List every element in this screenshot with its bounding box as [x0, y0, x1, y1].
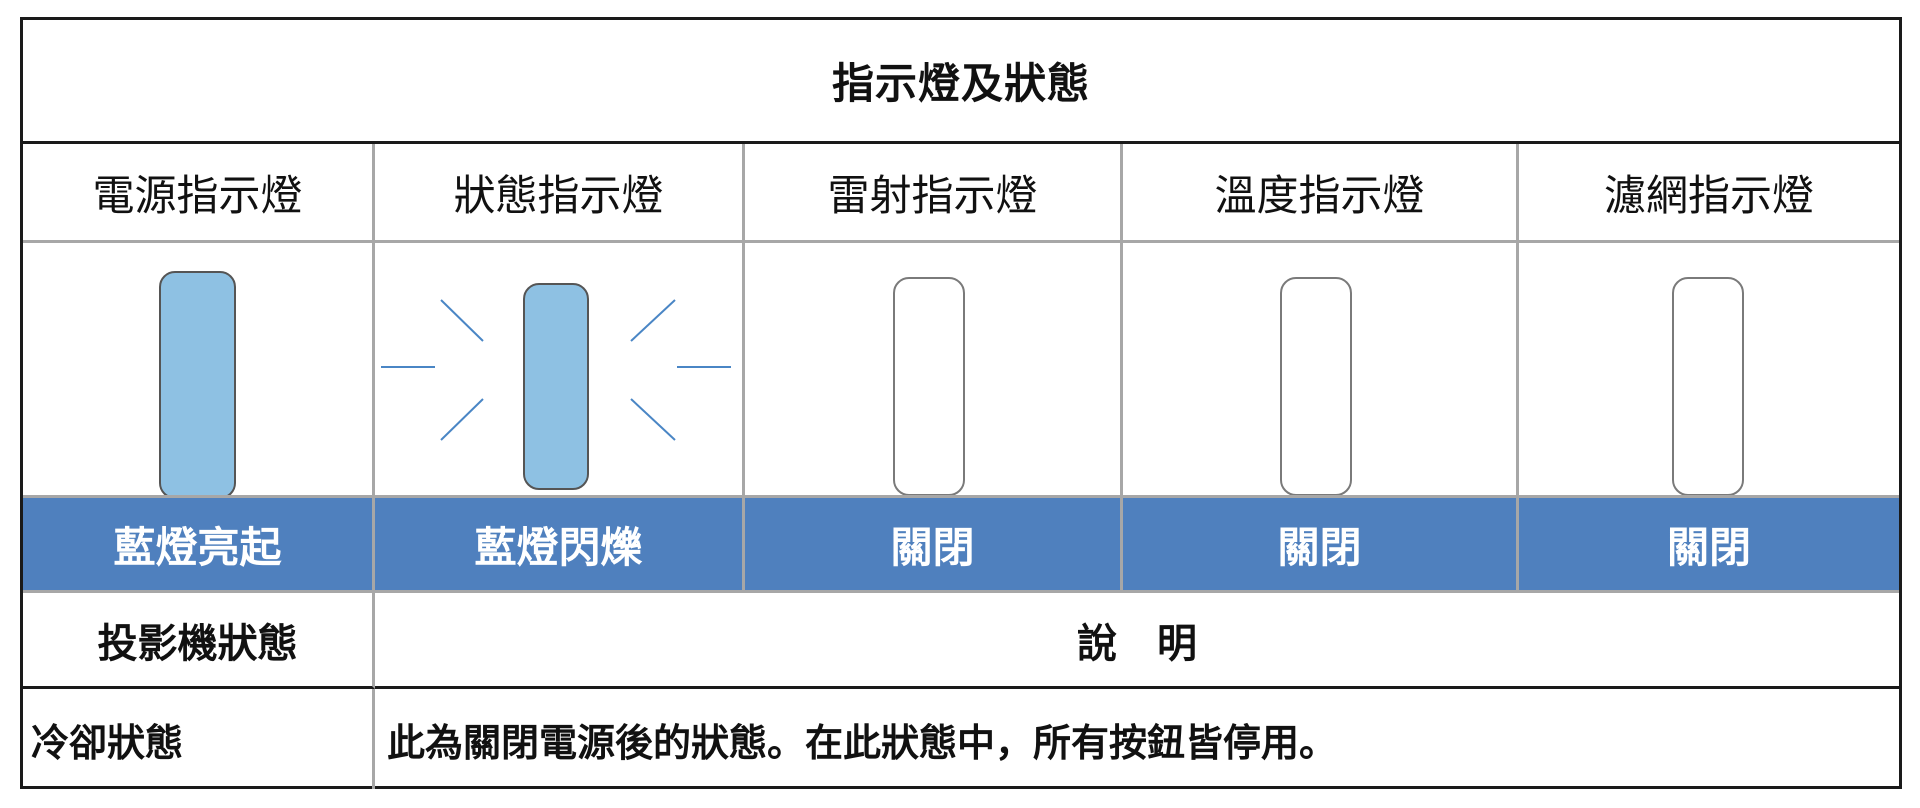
- status-led-status: 藍燈閃爍: [375, 495, 745, 593]
- blinking-rays-icon: [381, 299, 731, 441]
- indicator-table: 指示燈及狀態 電源指示燈 狀態指示燈 雷射指示燈 溫度指示燈 濾網指示燈 藍燈亮…: [20, 17, 1902, 789]
- status-led-icon: [523, 283, 589, 490]
- table-title: 指示燈及狀態: [23, 20, 1899, 144]
- status-led-cell: [375, 243, 745, 495]
- power-led-status: 藍燈亮起: [23, 495, 375, 593]
- description-header: 說 明: [375, 593, 1899, 689]
- header-filter-indicator: 濾網指示燈: [1519, 144, 1899, 243]
- temperature-led-icon: [1280, 277, 1352, 496]
- cooling-state-label: 冷卻狀態: [23, 689, 375, 789]
- header-temperature-indicator: 溫度指示燈: [1123, 144, 1519, 243]
- header-power-indicator: 電源指示燈: [23, 144, 375, 243]
- laser-led-icon: [893, 277, 965, 496]
- laser-led-status: 關閉: [745, 495, 1123, 593]
- filter-led-icon: [1672, 277, 1744, 496]
- laser-led-cell: [745, 243, 1123, 496]
- temperature-led-cell: [1123, 243, 1519, 496]
- power-led-icon: [159, 271, 236, 499]
- power-led-cell: [23, 243, 375, 499]
- temperature-led-status: 關閉: [1123, 495, 1519, 593]
- filter-led-status: 關閉: [1519, 495, 1899, 593]
- header-laser-indicator: 雷射指示燈: [745, 144, 1123, 243]
- header-status-indicator: 狀態指示燈: [375, 144, 745, 243]
- cooling-state-description: 此為關閉電源後的狀態。在此狀態中，所有按鈕皆停用。: [387, 720, 1338, 765]
- filter-led-cell: [1519, 243, 1899, 496]
- projector-state-header: 投影機狀態: [23, 593, 375, 689]
